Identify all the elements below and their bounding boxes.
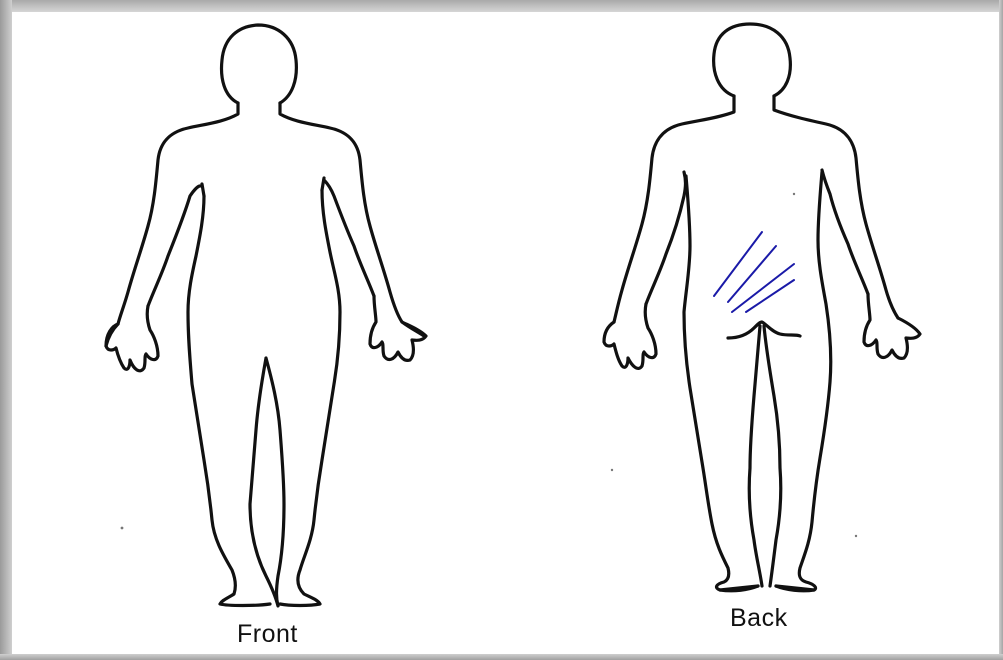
- pain-hatch-line-2: [728, 246, 776, 302]
- front-head: [222, 25, 297, 103]
- pain-hatch-line-1: [714, 232, 762, 296]
- back-right-torso: [776, 172, 831, 591]
- front-figure: [106, 25, 426, 606]
- front-right-hand: [370, 296, 426, 360]
- front-right-torso: [280, 190, 340, 606]
- back-label: Back: [730, 604, 788, 633]
- back-inner-legs: [749, 326, 781, 586]
- back-figure: [604, 24, 920, 591]
- back-body-outline: [614, 96, 898, 322]
- front-right-inner-arm: [324, 180, 374, 296]
- back-left-hand: [604, 304, 656, 368]
- front-left-inner-arm: [148, 186, 200, 306]
- front-left-armpit: [202, 184, 204, 196]
- front-inner-legs: [250, 358, 284, 606]
- back-right-inner-arm: [822, 170, 868, 294]
- back-head: [714, 24, 791, 96]
- back-left-inner-arm: [646, 172, 686, 304]
- back-left-torso: [684, 176, 758, 591]
- front-left-hand: [106, 306, 158, 371]
- back-feet: [720, 586, 814, 590]
- pain-marking: [714, 232, 794, 312]
- front-right-armpit: [322, 178, 324, 190]
- scan-specks: [121, 193, 858, 537]
- front-label: Front: [237, 620, 298, 649]
